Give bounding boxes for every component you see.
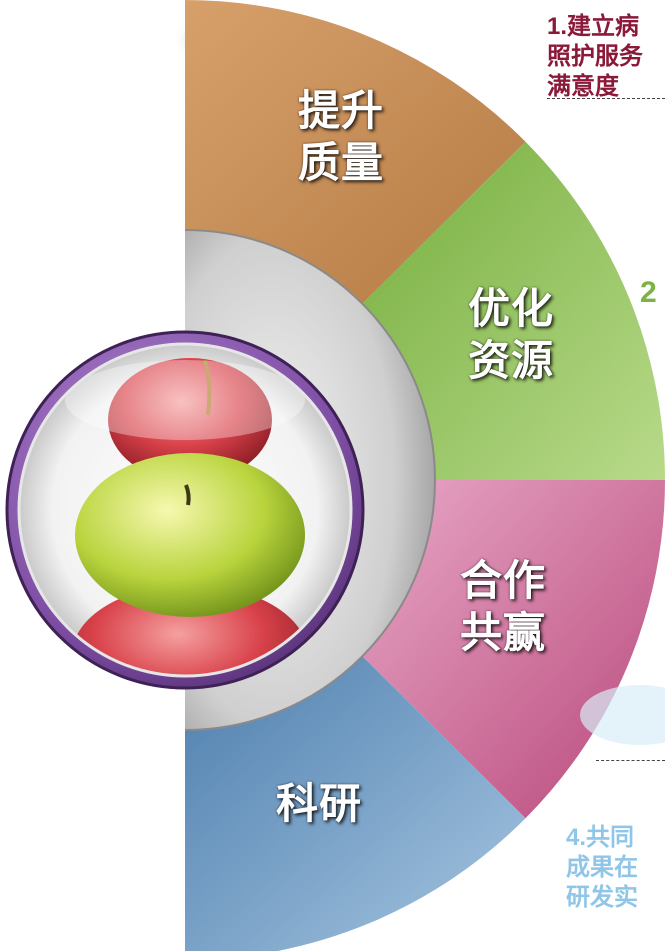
- item-4-divider: [596, 760, 665, 761]
- blue-accent: [580, 685, 665, 745]
- item-2-text: 2: [640, 276, 657, 309]
- segment-quality: [185, 0, 526, 304]
- item-4-text: 4.共同 成果在 研发实: [566, 824, 638, 911]
- segment-label-resources: 优化 资源: [468, 285, 555, 384]
- segment-label-research: 科研: [276, 780, 363, 827]
- segment-label-cooperation: 合作 共赢: [460, 557, 547, 656]
- segment-research: [185, 656, 526, 951]
- apples-icon: [19, 344, 351, 676]
- segment-label-quality: 提升 质量: [298, 87, 385, 186]
- item-1-divider: [547, 98, 665, 99]
- item-1-text: 1.建立病 照护服务 满意度: [547, 13, 643, 100]
- segment-resources: [362, 141, 665, 480]
- segment-cooperation: [362, 480, 665, 819]
